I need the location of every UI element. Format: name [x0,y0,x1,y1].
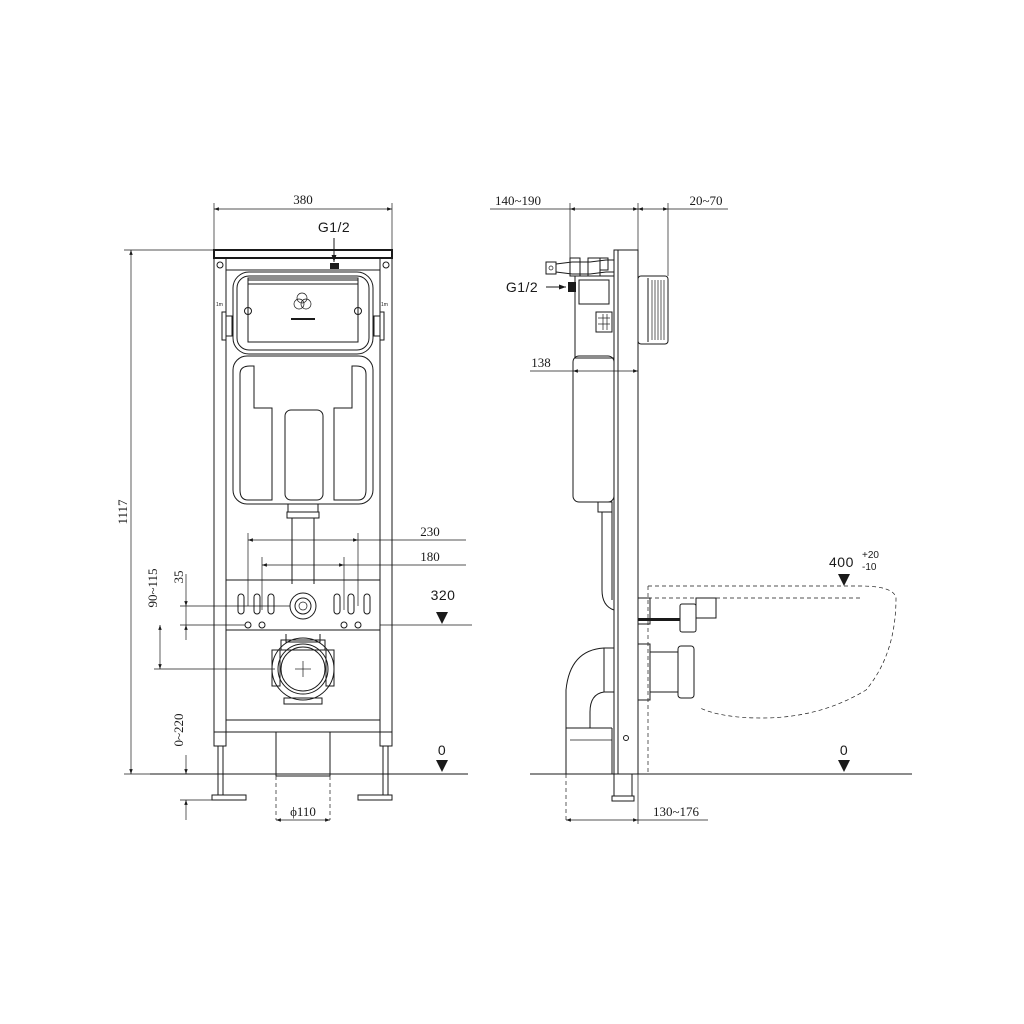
dim-waste-diameter-label: ϕ110 [290,804,316,819]
dim-waste-diameter: ϕ110 [276,804,330,822]
bowl-tol-plus-label: +20 [862,550,879,561]
bowl-tol-minus-label: -10 [862,562,877,573]
floor-level-side-label: 0 [840,742,848,758]
floor-side: 0 [530,742,912,775]
dim-width: 380 [213,192,393,250]
waste-elbow-side [565,647,615,820]
dim-height: 1117 [115,249,214,775]
dim-base-depth-label: 130~176 [653,804,700,819]
dim-flush-height-label: 90~115 [145,568,160,607]
dim-wall-offset-label: 20~70 [689,193,722,208]
bowl-connectors [637,597,717,701]
dim-top-depths: 140~190 20~70 [490,193,728,276]
dim-height-label: 1117 [115,499,130,525]
cistern-side [572,355,615,611]
water-inlet-side: G1/2 [506,279,576,295]
wall-hung-bowl [647,585,897,774]
dim-stud-heights: 35 90~115 [145,568,290,670]
dim-foot-adjust: 0~220 [171,713,214,820]
valve-assembly-side [545,257,615,359]
dim-lever-outer-label: 230 [420,524,440,539]
dim-tank-depth: 138 [530,355,638,373]
dim-foot-adjust-label: 0~220 [171,713,186,746]
water-inlet-front: G1/2 [318,219,350,269]
flush-button-box [232,271,374,355]
axis-height-label: 320 [431,587,456,603]
dim-lever-spans: 230 180 [247,524,466,610]
bowl-projection-marker: 400 +20 -10 [829,550,879,586]
cistern-front [232,355,374,584]
level-mark-right: 1m [381,302,388,308]
recycle-icon [293,292,312,310]
side-view: 140~190 20~70 [490,193,912,824]
mounting-plate [237,592,371,629]
level-mark-left: 1m [216,302,223,308]
flush-plate-side [637,275,669,345]
waste-pipe-front [275,732,331,820]
water-inlet-side-label: G1/2 [506,279,538,295]
axis-height-marker: 320 [380,587,472,626]
waste-outlet-front [271,634,335,705]
dim-base-depth: 130~176 [566,774,708,824]
front-view: 380 1117 1m 1m [115,192,472,822]
dim-stud-gap-label: 35 [171,571,186,584]
dim-tank-depth-label: 138 [531,355,551,370]
frame-side [611,249,639,802]
frame: 1m 1m [211,249,393,801]
dim-lever-inner-label: 180 [420,549,440,564]
water-inlet-front-label: G1/2 [318,219,350,235]
dim-width-label: 380 [293,192,313,207]
dim-top-depth-label: 140~190 [495,193,541,208]
bowl-projection-label: 400 [829,554,854,570]
floor-front: 0 [150,742,468,775]
floor-level-front-label: 0 [438,742,446,758]
